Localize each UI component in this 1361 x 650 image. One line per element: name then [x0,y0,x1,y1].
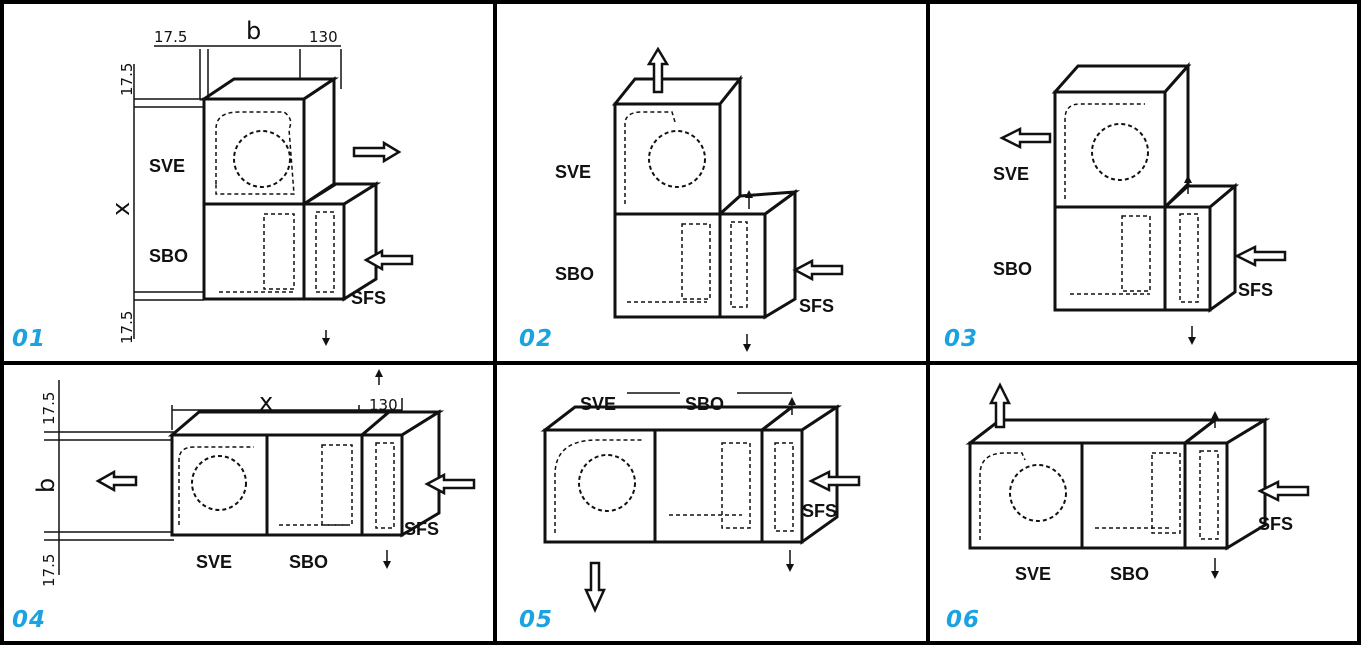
label-sve: SVE [580,394,616,414]
panel-number: 04 [12,607,47,633]
label-sfs: SFS [404,519,439,539]
panel-number: 01 [12,326,47,352]
panel-number: 02 [519,326,554,352]
dim-x: x [107,202,135,216]
dim-x: x [259,388,273,416]
dim-top: 17.5 [40,392,58,425]
panel-06: SVE SBO SFS 06 [930,365,1357,641]
label-sfs: SFS [799,296,834,316]
label-sve: SVE [196,552,232,572]
label-sve: SVE [149,156,185,176]
panel-04: SVE SBO SFS x 130 17.5 b 17.5 04 [4,365,493,641]
label-sbo: SBO [685,394,724,414]
panel-number: 05 [519,607,554,633]
dim-top: 17.5 [118,63,136,96]
label-sve: SVE [993,164,1029,184]
dim-bottom: 17.5 [40,554,58,587]
panel-number: 06 [946,607,981,633]
panel-01: SVE SBO SFS 17.5 b 130 17.5 x 17.5 01 [4,4,493,361]
label-sve: SVE [1015,564,1051,584]
panel-05: SVE SBO SFS 05 [497,365,926,641]
dim-b: b [246,17,261,45]
label-sbo: SBO [555,264,594,284]
label-sfs: SFS [1258,514,1293,534]
label-sfs: SFS [802,501,837,521]
panel-03: SVE SBO SFS 03 [930,4,1357,361]
label-sfs: SFS [1238,280,1273,300]
label-sbo: SBO [993,259,1032,279]
label-sve: SVE [555,162,591,182]
dim-b: b [32,478,60,493]
label-sbo: SBO [1110,564,1149,584]
dim-right: 130 [309,28,338,46]
label-sfs: SFS [351,288,386,308]
label-sbo: SBO [289,552,328,572]
panel-02: SVE SBO SFS 02 [497,4,926,361]
dim-right: 130 [369,396,398,414]
panel-number: 03 [944,326,979,352]
dim-left: 17.5 [154,28,187,46]
label-sbo: SBO [149,246,188,266]
dim-bottom: 17.5 [118,311,136,344]
